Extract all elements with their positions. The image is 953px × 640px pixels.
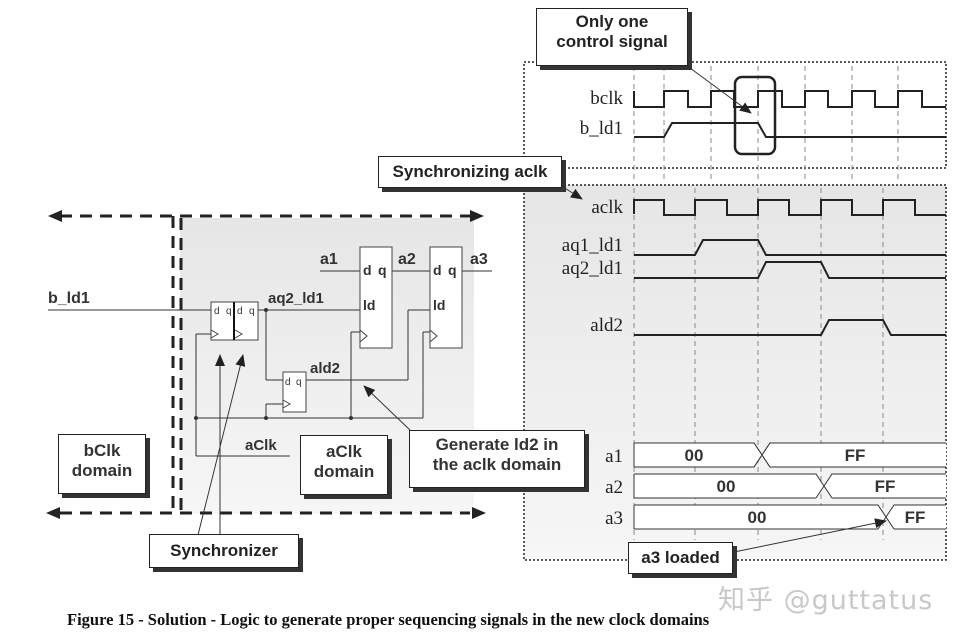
sync1-d-label: d	[214, 306, 220, 317]
a2-reg-d-label: d	[363, 262, 372, 278]
aq1-ld1-signal-label: aq1_ld1	[562, 235, 623, 256]
generate-ld2-callout: Generate ld2 in the aclk domain	[409, 430, 585, 488]
only-one-control-signal-callout: Only one control signal	[536, 8, 688, 66]
a3-loaded-pointer	[733, 518, 887, 553]
only-one-pointer	[689, 67, 752, 114]
bclk-domain-line2: domain	[71, 461, 133, 481]
arrow-right-bottom	[472, 507, 486, 519]
aclk-domain-callout: aClk domain	[300, 435, 388, 495]
a3-reg-q-label: q	[448, 262, 457, 278]
ald2-flop-d-label: d	[285, 377, 291, 388]
sync-flop-2	[233, 301, 259, 341]
bclk-signal-label: bclk	[590, 88, 623, 109]
arrow-left-top	[48, 210, 62, 222]
aclk-wire-label: aClk	[245, 437, 277, 454]
generate-line2: the aclk domain	[432, 455, 562, 475]
ald2-label: ald2	[310, 360, 340, 377]
a2-after-value: FF	[875, 477, 896, 496]
a2-reg-ld-label: ld	[363, 297, 375, 313]
wires	[48, 270, 492, 457]
sync2-q-label: q	[249, 306, 255, 317]
aclk-domain-line2: domain	[313, 462, 375, 482]
a2-bus	[633, 473, 946, 499]
sync-flop-1	[210, 301, 235, 341]
sync-aclk-pointer	[559, 184, 583, 200]
synchronizing-aclk-callout: Synchronizing aclk	[378, 156, 562, 188]
a3-bus	[633, 504, 946, 530]
b-ld1-signal-label: b_ld1	[580, 118, 623, 139]
a3-before-value: 00	[748, 508, 767, 527]
arrow-left-bottom	[46, 507, 60, 519]
figure-caption: Figure 15 - Solution - Logic to generate…	[67, 610, 710, 629]
b-ld1-waveform	[634, 122, 946, 138]
only-one-line2: control signal	[556, 32, 668, 52]
a3-label: a3	[470, 251, 488, 268]
a1-after-value: FF	[845, 446, 866, 465]
a1-signal-label: a1	[605, 446, 623, 467]
a3-register	[429, 246, 463, 349]
bclk-domain-line1: bClk	[83, 441, 121, 460]
sync1-q-label: q	[226, 306, 232, 317]
ald2-signal-label: ald2	[590, 315, 623, 336]
wire-junctions	[194, 308, 353, 420]
a1-bus	[633, 442, 946, 468]
aclk-signal-label: aclk	[591, 197, 623, 218]
bclk-domain-callout: bClk domain	[58, 434, 146, 494]
a2-reg-q-label: q	[378, 262, 387, 278]
aclk-gridlines	[633, 188, 884, 540]
aclk-domain-line1: aClk	[326, 442, 362, 461]
a1-before-value: 00	[685, 446, 704, 465]
a2-before-value: 00	[717, 477, 736, 496]
watermark: 知乎 @guttatus	[718, 585, 934, 616]
a3-reg-d-label: d	[433, 262, 442, 278]
a2-signal-label: a2	[605, 477, 623, 498]
a3-loaded-callout: a3 loaded	[628, 542, 733, 574]
domain-boundary	[60, 214, 470, 515]
a3-signal-label: a3	[605, 508, 623, 529]
sync2-d-label: d	[237, 306, 243, 317]
synchronizer-callout: Synchronizer	[149, 534, 299, 568]
one-signal-highlight	[733, 75, 777, 156]
a2-label: a2	[398, 251, 416, 268]
aq2-ld1-waveform	[634, 261, 946, 279]
bclk-waveform	[633, 90, 946, 108]
a3-reg-ld-label: ld	[433, 297, 445, 313]
aq2-ld1-label: aq2_ld1	[268, 290, 324, 307]
a3-after-value: FF	[905, 508, 926, 527]
arrow-right-top	[470, 210, 484, 222]
only-one-line1: Only one	[575, 12, 649, 31]
ald2-flop	[282, 371, 307, 413]
aclk-waveform	[633, 199, 946, 216]
aq2-ld1-signal-label: aq2_ld1	[562, 258, 623, 279]
aq1-ld1-waveform	[634, 239, 946, 256]
synchronizer-pointers	[197, 354, 246, 540]
ald2-flop-q-label: q	[296, 377, 302, 388]
b-ld1-label: b_ld1	[48, 290, 90, 307]
a1-label: a1	[320, 251, 338, 268]
generate-line1: Generate ld2 in	[435, 435, 559, 454]
a2-register	[359, 246, 393, 349]
ald2-waveform	[634, 319, 946, 336]
